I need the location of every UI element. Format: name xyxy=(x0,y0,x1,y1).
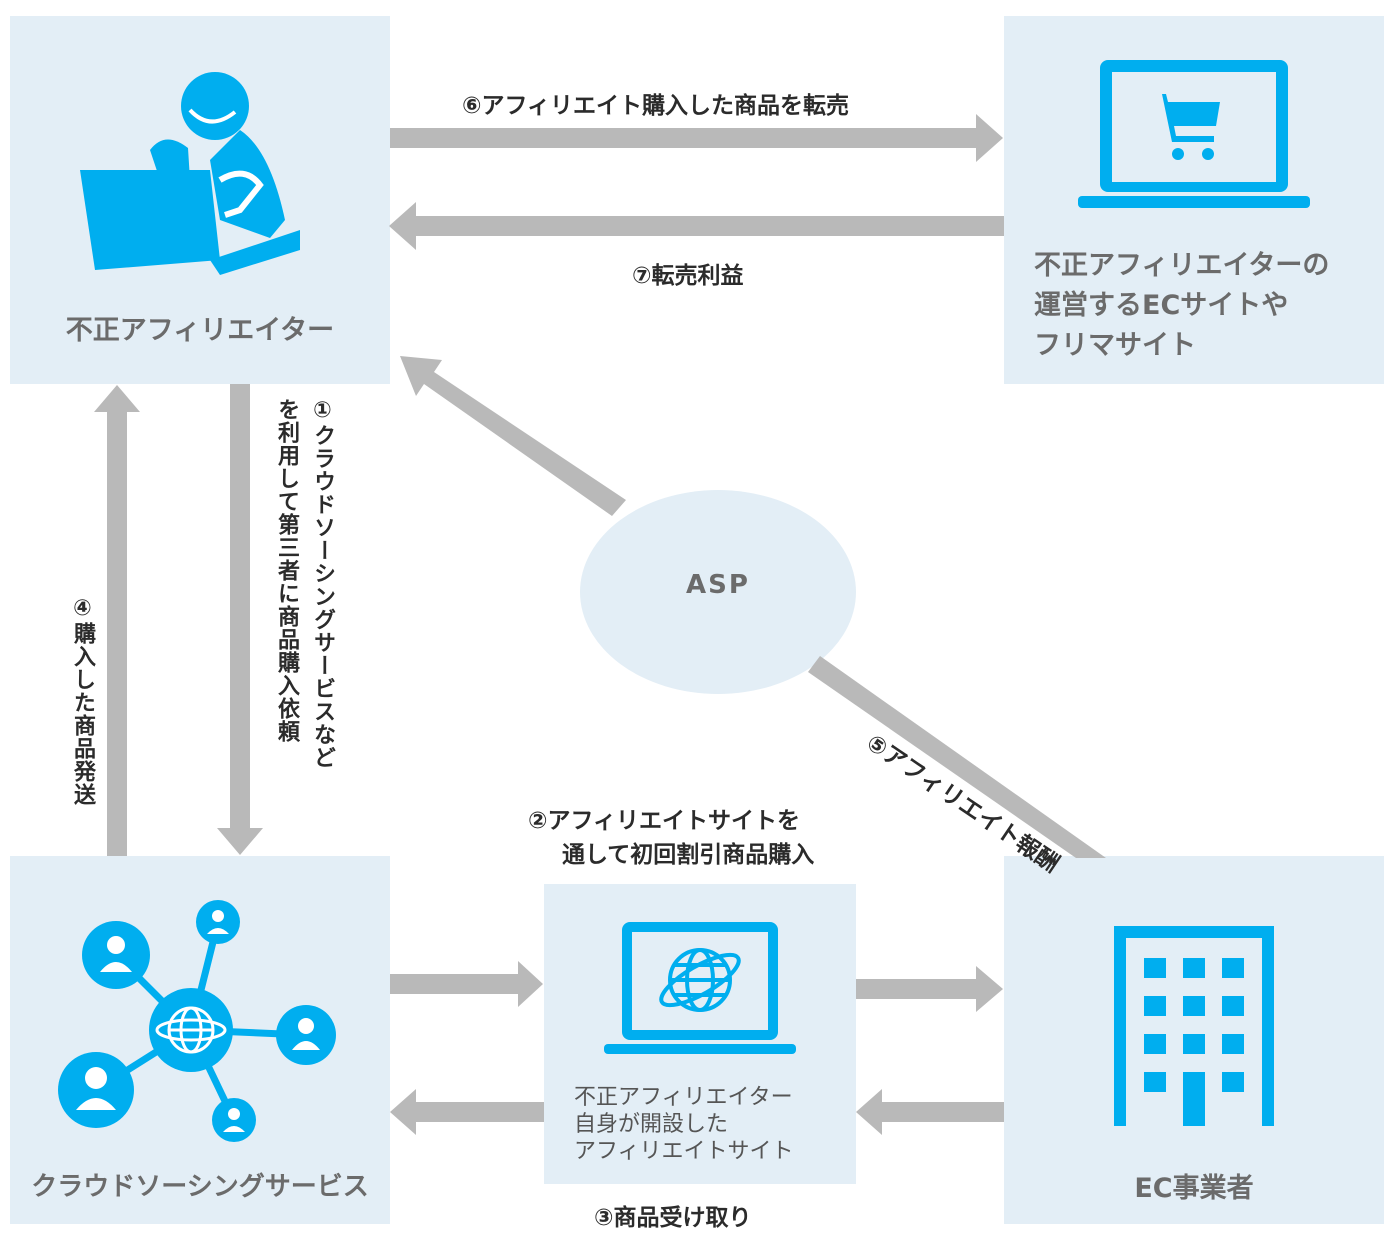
affiliate-site-label-line: 不正アフィリエイター xyxy=(574,1085,793,1110)
arrow-step3b xyxy=(856,1089,1004,1135)
arrow-step4 xyxy=(94,385,140,856)
building-icon xyxy=(1114,926,1274,1126)
affiliator-label: 不正アフィリエイター xyxy=(65,315,335,346)
crowdsourcing-label: クラウドソーシングサービス xyxy=(31,1172,369,1202)
step1-label-line: を利用して第三者に商品購入依頼 xyxy=(274,398,299,743)
step1-label: ①クラウドソーシングサービスなど を利用して第三者に商品購入依頼 xyxy=(268,398,340,769)
arrow-step3a xyxy=(390,1089,544,1135)
step7-label: ⑦転売利益 xyxy=(632,263,744,289)
affiliate-site-label-line: 自身が開設した xyxy=(574,1112,729,1137)
step3-label: ③商品受け取り xyxy=(594,1205,752,1231)
affiliate-site-label: 不正アフィリエイター 自身が開設した アフィリエイトサイト xyxy=(574,1084,794,1165)
ec-site-label: 不正アフィリエイターの 運営するECサイトや フリマサイト xyxy=(1034,246,1329,366)
ec-site-label-line: フリマサイト xyxy=(1034,330,1196,361)
step6-label: ⑥アフィリエイト購入した商品を転売 xyxy=(462,93,850,119)
globe-laptop-icon xyxy=(604,922,796,1054)
step1-label-line: ①クラウドソーシングサービスなど xyxy=(310,398,335,769)
arrow-step6 xyxy=(390,114,1003,162)
arrow-asp-affiliator xyxy=(400,356,626,516)
asp-label: ASP xyxy=(686,570,750,600)
step2-label-line: 通して初回割引商品購入 xyxy=(562,842,815,868)
step2-label-line: ②アフィリエイトサイトを xyxy=(528,808,801,834)
shopping-cart-laptop-icon xyxy=(1078,60,1310,208)
arrow-step5-line xyxy=(808,656,1106,858)
network-people-globe-icon xyxy=(58,900,336,1142)
ec-business-label: EC事業者 xyxy=(1134,1173,1254,1204)
arrow-step1 xyxy=(217,384,263,855)
ec-site-label-line: 不正アフィリエイターの xyxy=(1034,250,1330,281)
step2-label: ②アフィリエイトサイトを 通して初回割引商品購入 xyxy=(528,804,814,872)
arrow-step2a xyxy=(390,961,543,1007)
node-asp xyxy=(580,490,856,694)
affiliate-site-label-line: アフィリエイトサイト xyxy=(574,1139,794,1164)
person-at-laptop-icon xyxy=(80,72,300,275)
ec-site-label-line: 運営するECサイトや xyxy=(1034,290,1289,321)
step4-label: ④購入した商品発送 xyxy=(70,596,95,806)
arrow-step7 xyxy=(389,202,1004,250)
arrow-step2b xyxy=(856,966,1003,1012)
